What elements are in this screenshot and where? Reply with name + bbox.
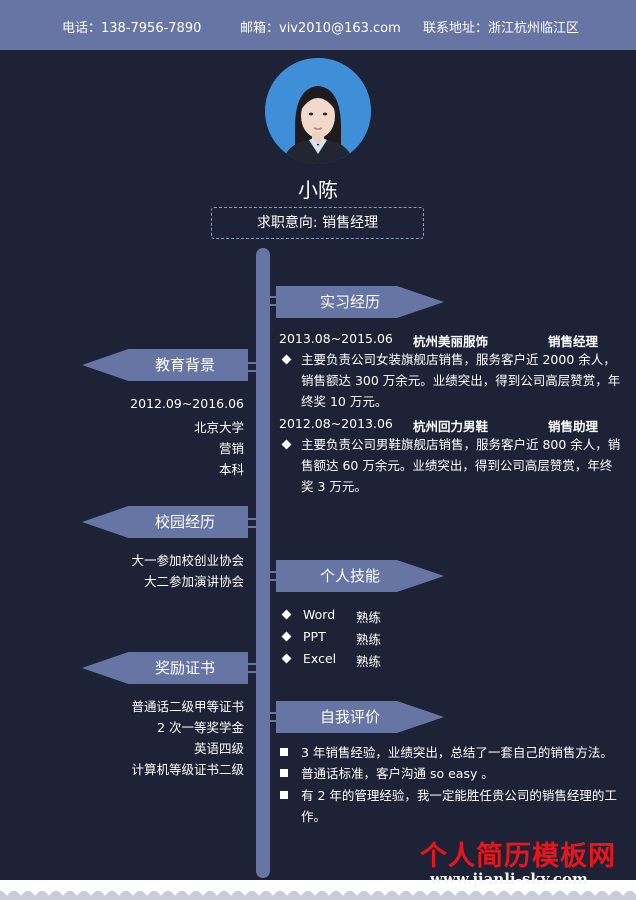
section-title: 校园经历 bbox=[154, 513, 215, 531]
timeline-connector bbox=[268, 296, 280, 306]
skill-level: 熟练 bbox=[356, 632, 382, 647]
evaluation-item: 普通话标准，客户沟通 so easy 。 bbox=[301, 766, 494, 781]
award-item: 英语四级 bbox=[193, 741, 244, 756]
bottom-zigzag-border bbox=[0, 880, 636, 900]
skill-name: PPT bbox=[303, 629, 326, 644]
watermark-logo: 个人简历模板网 bbox=[420, 841, 616, 872]
timeline-connector bbox=[268, 712, 280, 722]
contact-phone: 电话：138-7956-7890 bbox=[62, 21, 202, 36]
contact-email: 邮箱：viv2010@163.com bbox=[240, 21, 401, 36]
bullet-diamond-icon bbox=[281, 354, 292, 365]
education-degree: 本科 bbox=[218, 462, 244, 477]
bullet-diamond-icon bbox=[281, 631, 292, 642]
avatar-photo bbox=[265, 58, 371, 164]
section-title: 奖励证书 bbox=[154, 659, 215, 677]
skill-name: Word bbox=[303, 607, 336, 622]
evaluation-item: 有 2 年的管理经验，我一定能胜任贵公司的销售经理的工作。 bbox=[301, 788, 617, 824]
bullet-square-icon bbox=[280, 769, 288, 777]
bullet-square-icon bbox=[280, 748, 288, 756]
section-header-campus: 校园经历 bbox=[82, 506, 248, 538]
candidate-name: 小陈 bbox=[298, 178, 338, 202]
job-description: 主要负责公司男鞋旗舰店销售，服务客户近 800 余人，销售额达 60 万余元。业… bbox=[301, 437, 621, 494]
bullet-diamond-icon bbox=[281, 609, 292, 620]
job-role: 销售助理 bbox=[548, 419, 599, 434]
job-company: 杭州回力男鞋 bbox=[413, 419, 489, 434]
skill-level: 熟练 bbox=[356, 654, 382, 669]
skill-name: Excel bbox=[303, 651, 337, 666]
skill-level: 熟练 bbox=[356, 610, 382, 625]
evaluation-item: 3 年销售经验，业绩突出，总结了一套自己的销售方法。 bbox=[301, 745, 613, 760]
job-objective: 求职意向: 销售经理 bbox=[211, 207, 424, 239]
award-item: 普通话二级甲等证书 bbox=[131, 699, 244, 714]
timeline-connector bbox=[246, 663, 258, 673]
portrait-image bbox=[265, 58, 371, 164]
job-period: 2013.08~2015.06 bbox=[279, 331, 393, 346]
timeline-connector bbox=[268, 571, 280, 581]
bullet-diamond-icon bbox=[281, 653, 292, 664]
education-major: 营销 bbox=[218, 441, 244, 456]
contact-bar: 电话：138-7956-7890 邮箱：viv2010@163.com 联系地址… bbox=[0, 0, 636, 50]
job-period: 2012.08~2013.06 bbox=[279, 416, 393, 431]
campus-item: 大二参加演讲协会 bbox=[143, 574, 244, 589]
contact-address: 联系地址：浙江杭州临江区 bbox=[423, 21, 580, 36]
timeline-connector bbox=[246, 362, 258, 372]
timeline-connector bbox=[246, 518, 258, 528]
education-period: 2012.09~2016.06 bbox=[130, 396, 244, 411]
award-item: 计算机等级证书二级 bbox=[131, 762, 244, 777]
job-company: 杭州美丽服饰 bbox=[413, 334, 489, 349]
award-item: 2 次一等奖学金 bbox=[157, 720, 244, 735]
job-role: 销售经理 bbox=[548, 334, 599, 349]
section-header-self-evaluation: 自我评价 bbox=[276, 701, 444, 733]
section-header-internship: 实习经历 bbox=[276, 286, 444, 318]
section-header-education: 教育背景 bbox=[82, 349, 248, 381]
job-description: 主要负责公司女装旗舰店销售，服务客户近 2000 余人，销售额达 300 万余元… bbox=[301, 352, 621, 409]
section-header-awards: 奖励证书 bbox=[82, 652, 248, 684]
section-title: 教育背景 bbox=[154, 356, 215, 374]
watermark-url: www.jianli-sky.com bbox=[430, 870, 588, 888]
bullet-diamond-icon bbox=[281, 439, 292, 450]
section-header-skills: 个人技能 bbox=[276, 560, 444, 592]
bullet-square-icon bbox=[280, 791, 288, 799]
campus-item: 大一参加校创业协会 bbox=[131, 553, 244, 568]
education-school: 北京大学 bbox=[193, 420, 244, 435]
timeline-bar bbox=[256, 248, 270, 878]
